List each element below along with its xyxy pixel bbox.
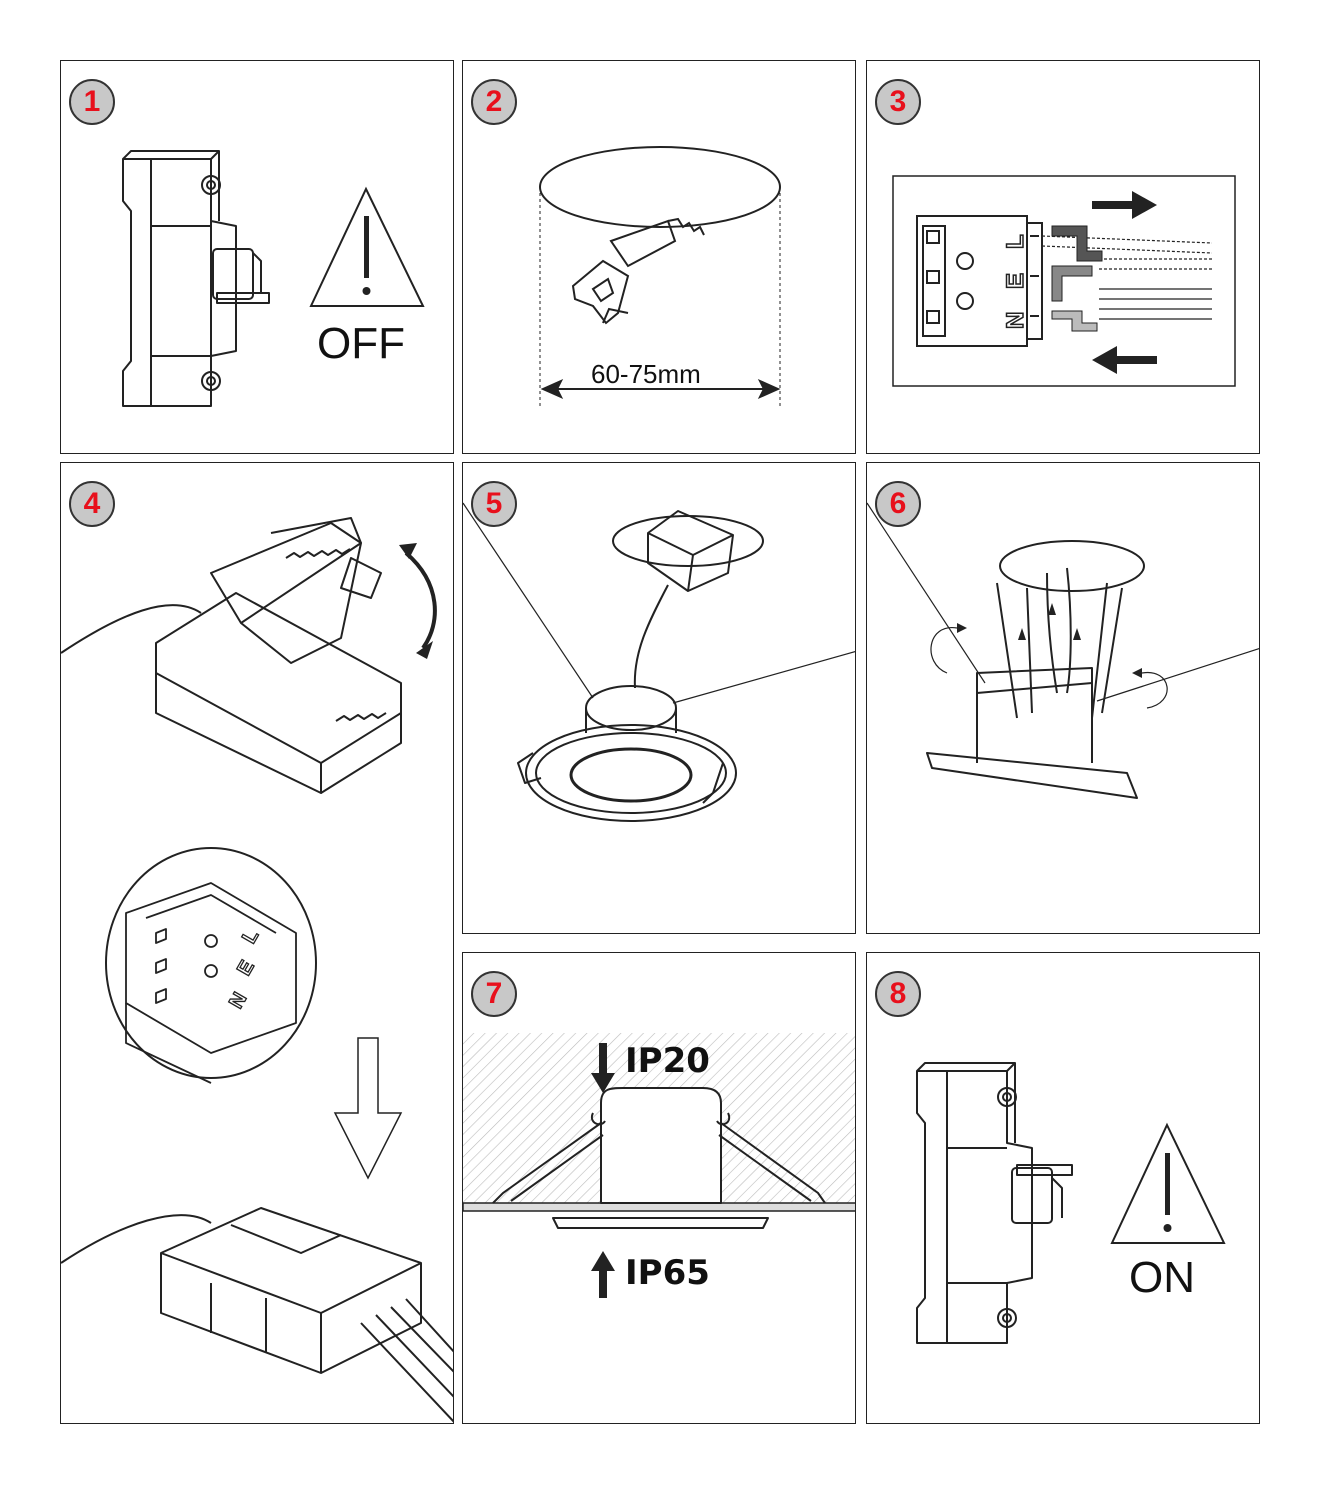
arrow-left-icon [1092,346,1157,374]
arrow-up-icon [591,1251,615,1298]
insert-downlight-illustration [867,502,1259,799]
on-label: ON [1129,1253,1195,1302]
step-number-badge: 2 [471,79,517,125]
wiring-terminal-illustration: L E N [892,175,1236,387]
terminal-letter-n: N [1002,312,1029,329]
step-number-badge: 1 [69,79,115,125]
step-5-panel: 5 [462,462,856,934]
arrow-down-icon [333,1037,403,1180]
hole-size-label: 60-75mm [591,359,701,389]
step-number-badge: 5 [471,481,517,527]
step-number-badge: 8 [875,971,921,1017]
arrow-down-icon [591,1043,615,1093]
circuit-breaker-off-illustration [122,150,425,407]
step-6-panel: 6 [866,462,1260,934]
terminal-letter-e: E [1002,273,1029,289]
step-4-panel: L E N 4 [60,462,454,1424]
step-number-badge: 3 [875,79,921,125]
off-label: OFF [317,319,405,368]
step-number-badge: 4 [69,481,115,527]
terminal-letter-l: L [1002,234,1029,249]
detail-letter-n: N [225,989,251,1013]
warning-triangle-icon [1110,1122,1226,1244]
circuit-breaker-on-illustration [916,1062,1226,1344]
connect-downlight-illustration [463,502,855,822]
step-number-badge: 7 [471,971,517,1017]
detail-letter-e: E [233,957,259,980]
step-3-panel: L E N 3 [866,60,1260,454]
step-8-panel: 8 ON [866,952,1260,1424]
step-number-badge: 6 [875,481,921,527]
cut-hole-illustration [539,146,781,406]
arrow-right-icon [1092,191,1157,219]
detail-letter-l: L [238,926,263,948]
terminal-letters: L E N [1001,234,1030,330]
ip-rating-illustration [463,1033,855,1298]
warning-triangle-icon [309,186,425,307]
dimension-arrow [540,378,781,400]
step-7-panel: 7 IP20 IP65 [462,952,856,1424]
step-1-panel: 1 OFF [60,60,454,454]
ip20-label: IP20 [625,1041,710,1081]
terminal-box-open-close-illustration: L E N [61,517,453,1423]
direction-arrows [1092,191,1157,374]
ip65-label: IP65 [625,1253,710,1293]
step-2-panel: 2 60-75mm [462,60,856,454]
